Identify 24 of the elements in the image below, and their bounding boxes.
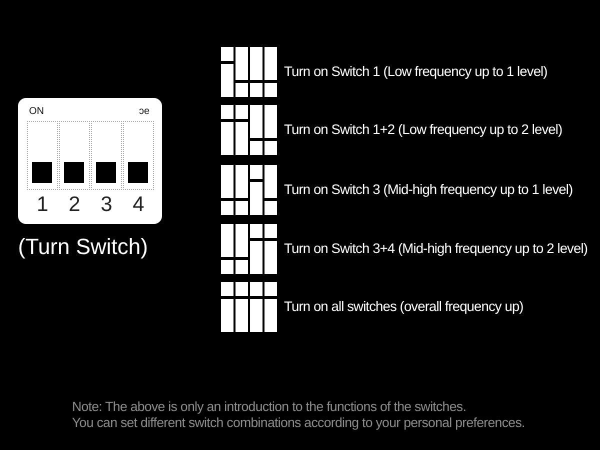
switch-number: 1 xyxy=(36,193,50,217)
setting-description: Turn on Switch 1+2 (Low frequency up to 2 level) xyxy=(284,121,564,139)
switch-slot xyxy=(27,121,58,190)
switch-number: 2 xyxy=(68,193,82,217)
dip-switch-icon xyxy=(221,47,277,97)
panel-marking: ɔe xyxy=(139,106,150,118)
setting-description: Turn on Switch 3+4 (Mid-high frequency up to 2 level) xyxy=(284,240,588,258)
dip-switch-icon xyxy=(221,105,277,155)
dip-switch-panel xyxy=(18,98,162,224)
switch-slot xyxy=(91,121,122,190)
note-text: You can set different switch combinations according to your personal preferences. xyxy=(72,415,525,431)
panel-caption: (Turn Switch) xyxy=(18,233,149,261)
setting-description: Turn on Switch 3 (Mid-high frequency up to 1 level) xyxy=(284,181,574,199)
dip-switch-icon xyxy=(221,165,277,215)
switch-number: 4 xyxy=(132,193,146,217)
on-label: ON xyxy=(29,106,44,118)
setting-description: Turn on all switches (overall frequency up) xyxy=(284,298,524,316)
switch-slot xyxy=(59,121,90,190)
setting-description: Turn on Switch 1 (Low frequency up to 1 level) xyxy=(284,63,548,81)
switch-number: 3 xyxy=(100,193,114,217)
switch-slot xyxy=(123,121,154,190)
note-text: Note: The above is only an introduction to the functions of the switches. xyxy=(72,399,466,415)
dip-switch-icon xyxy=(221,282,277,332)
dip-switch-icon xyxy=(221,224,277,274)
